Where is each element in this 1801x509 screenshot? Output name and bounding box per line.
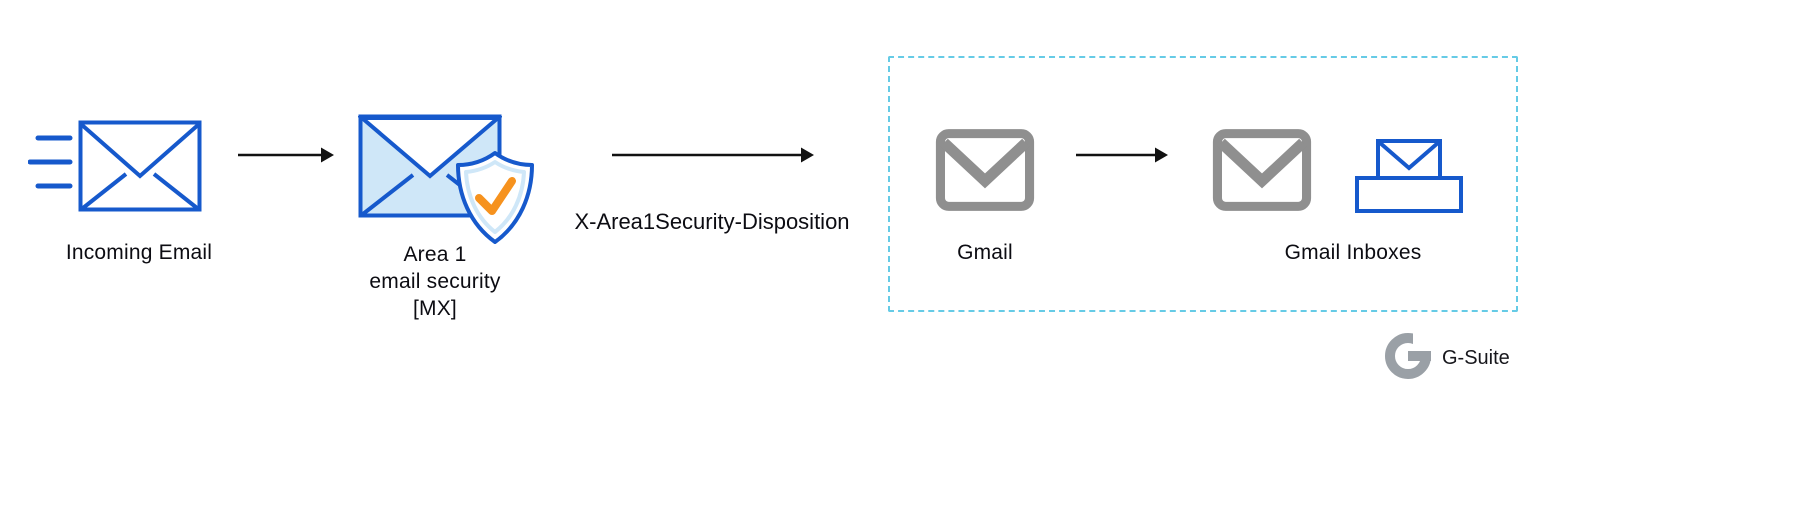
gsuite-boundary-box bbox=[888, 56, 1518, 312]
incoming-envelope-icon bbox=[78, 120, 202, 212]
area1-label: Area 1 email security [MX] bbox=[350, 241, 520, 322]
gmail-inboxes-label: Gmail Inboxes bbox=[1284, 241, 1422, 264]
incoming-email-label: Incoming Email bbox=[65, 241, 213, 264]
envelope-in-tray-icon bbox=[1355, 139, 1463, 213]
google-g-icon bbox=[1385, 330, 1434, 379]
arrow-right-icon bbox=[612, 147, 814, 163]
gmail-envelope-icon bbox=[935, 129, 1035, 211]
area1-label-line1: Area 1 bbox=[403, 243, 467, 266]
disposition-header-label: X-Area1Security-Disposition bbox=[574, 209, 850, 234]
area1-label-line2: email security bbox=[369, 270, 501, 293]
speed-lines-icon bbox=[28, 135, 73, 189]
arrow-right-icon bbox=[238, 147, 334, 163]
gmail-label: Gmail bbox=[957, 241, 1013, 264]
shield-check-icon bbox=[456, 151, 534, 244]
gmail-envelope-icon bbox=[1212, 129, 1312, 211]
area1-label-line3: [MX] bbox=[413, 297, 457, 320]
gsuite-label: G-Suite bbox=[1442, 347, 1510, 369]
arrow-right-icon bbox=[1076, 147, 1168, 163]
